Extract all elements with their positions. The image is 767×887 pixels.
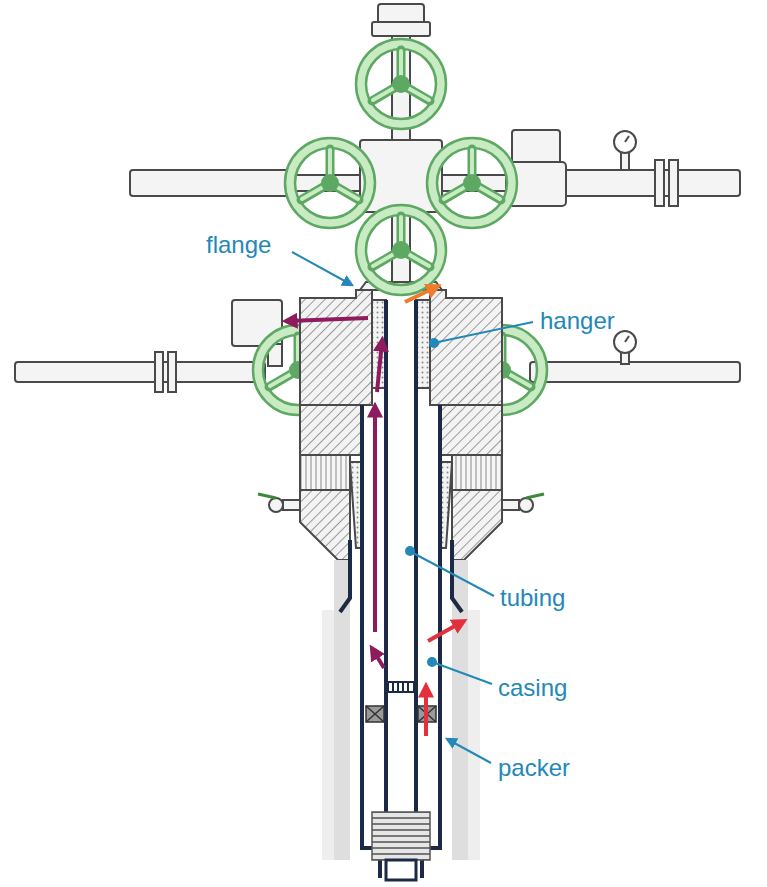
part-label: casing	[498, 674, 567, 702]
tubing-screen	[388, 682, 414, 692]
well-casing	[340, 300, 462, 878]
leader-line	[292, 252, 533, 763]
bottom-tool	[372, 812, 430, 880]
valve-handwheel	[253, 39, 547, 415]
part-label: tubing	[500, 584, 565, 612]
wellhead-body	[300, 290, 502, 560]
christmas-tree	[15, 4, 740, 392]
leader-dot	[405, 338, 439, 667]
flow-arrow	[288, 287, 462, 736]
part-label: hanger	[540, 307, 615, 335]
side-ball-valve	[258, 494, 544, 512]
part-label: flange	[206, 231, 271, 259]
pressure-gauge	[614, 131, 636, 353]
part-label: packer	[498, 754, 570, 782]
